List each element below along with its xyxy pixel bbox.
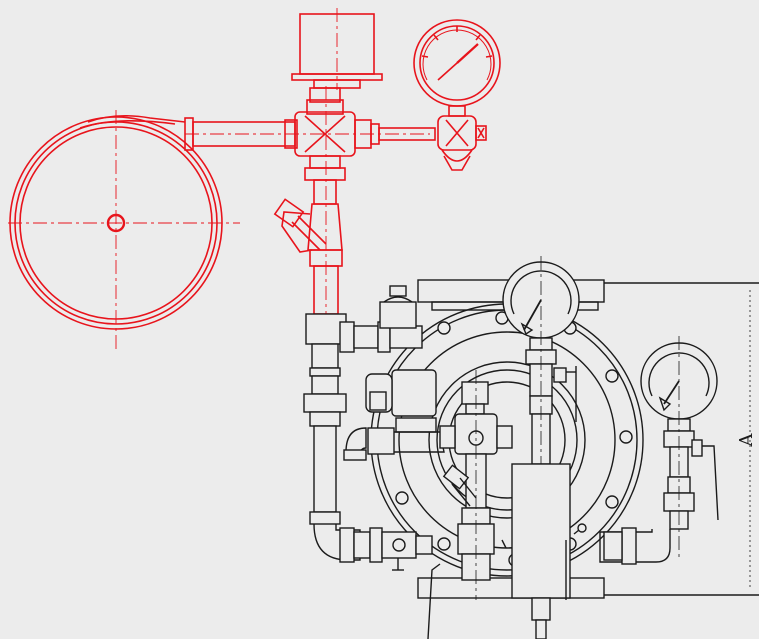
test-chamber bbox=[511, 463, 571, 639]
main-valve-assembly: A bbox=[303, 256, 759, 639]
section-label: A bbox=[736, 433, 757, 448]
drip-fitting bbox=[379, 285, 417, 329]
central-trim bbox=[439, 370, 513, 600]
bottom-left-trim bbox=[339, 527, 433, 571]
horizontal-connector-pipe bbox=[184, 117, 430, 151]
vertical-red-stack bbox=[273, 86, 436, 320]
valve-handle-icon bbox=[427, 523, 587, 639]
strainer-icon bbox=[442, 464, 477, 507]
pressure-gauge-icon bbox=[413, 19, 501, 117]
right-trim bbox=[599, 336, 719, 565]
retard-chamber bbox=[8, 110, 240, 350]
valve-handle-icon bbox=[437, 115, 487, 171]
left-trim-pipe bbox=[303, 313, 423, 561]
alarm-device bbox=[291, 8, 383, 90]
red-trim-assembly bbox=[8, 8, 501, 350]
solenoid-icon bbox=[343, 369, 445, 461]
